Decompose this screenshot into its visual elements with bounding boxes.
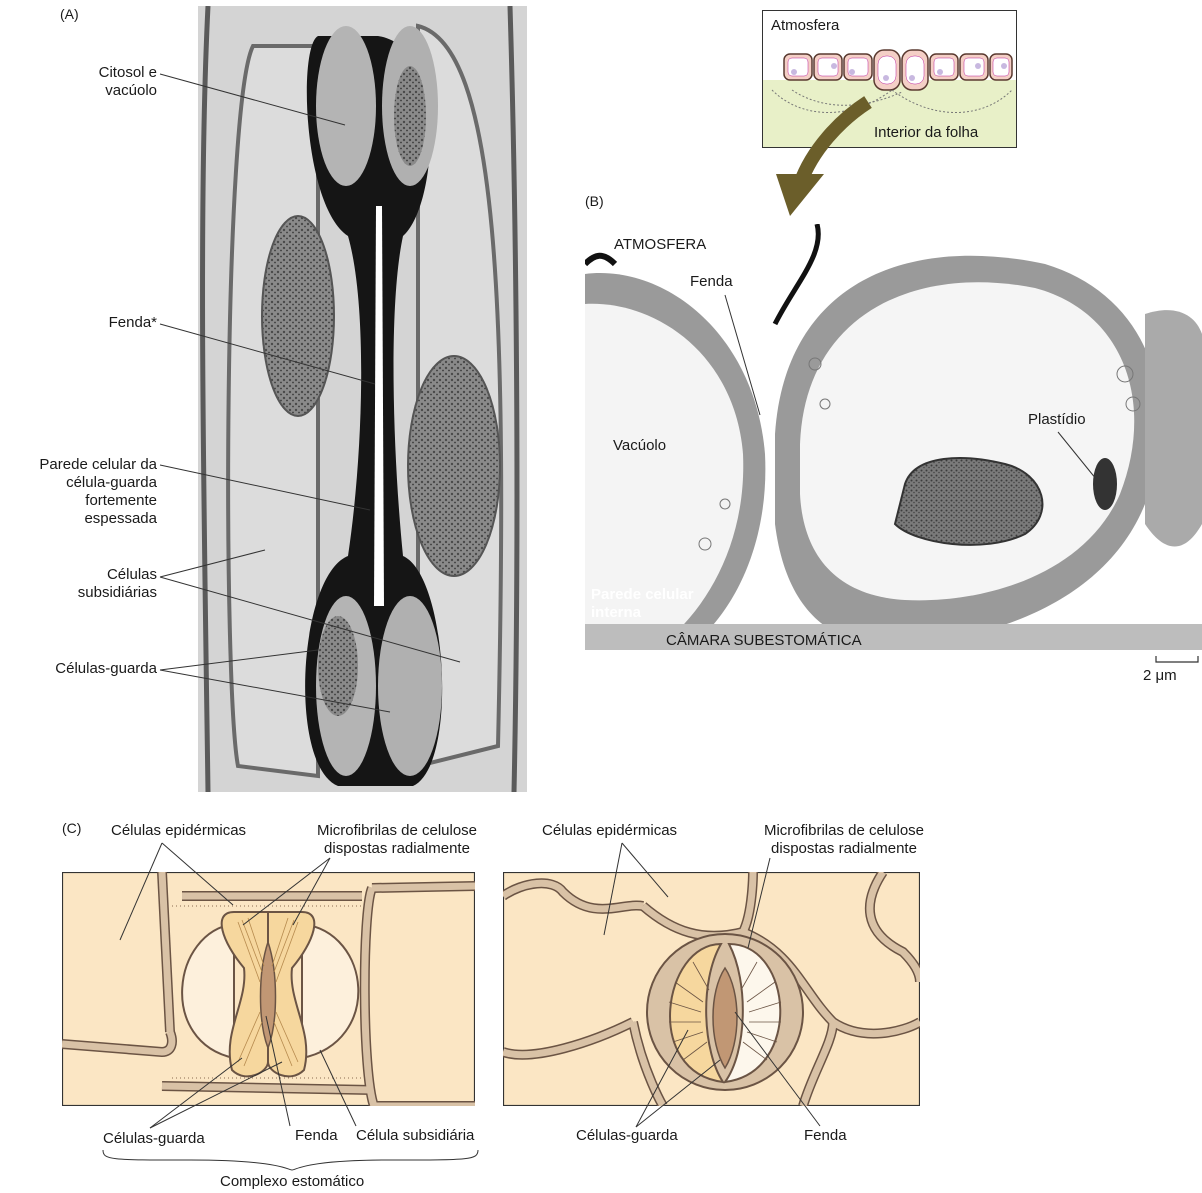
label-fenda-a: Fenda* (109, 314, 157, 332)
panel-b-letter: (B) (585, 193, 604, 209)
label-c-left-fenda: Fenda (295, 1127, 338, 1145)
scale-label: 2 μm (1143, 667, 1177, 685)
label-atmosfera-b: ATMOSFERA (614, 236, 706, 254)
label-vacuolo: Vacúolo (613, 437, 666, 455)
label-fenda-b: Fenda (690, 273, 733, 291)
stomatal-complex-grass (62, 872, 475, 1106)
label-camara: CÂMARA SUBESTOMÁTICA (666, 632, 862, 650)
label-c-left-guarda: Células-guarda (103, 1130, 205, 1148)
guard-cell-micrograph-a (198, 6, 527, 792)
label-c-right-epidermicas: Células epidérmicas (542, 822, 677, 840)
inset-interior: Interior da folha (874, 124, 978, 142)
panel-c-letter: (C) (62, 820, 81, 836)
label-complexo: Complexo estomático (220, 1173, 364, 1191)
label-c-left-epidermicas: Células epidérmicas (111, 822, 246, 840)
panel-a-letter: (A) (60, 6, 79, 22)
inset-atmosfera: Atmosfera (771, 17, 839, 35)
stomatal-complex-kidney (503, 872, 920, 1106)
label-c-right-guarda: Células-guarda (576, 1127, 678, 1145)
label-c-right-fenda: Fenda (804, 1127, 847, 1145)
label-celulas-guarda-a: Células-guarda (55, 660, 157, 678)
label-plastidio: Plastídio (1028, 411, 1086, 429)
label-c-left-subsidiaria: Célula subsidiária (356, 1127, 474, 1145)
